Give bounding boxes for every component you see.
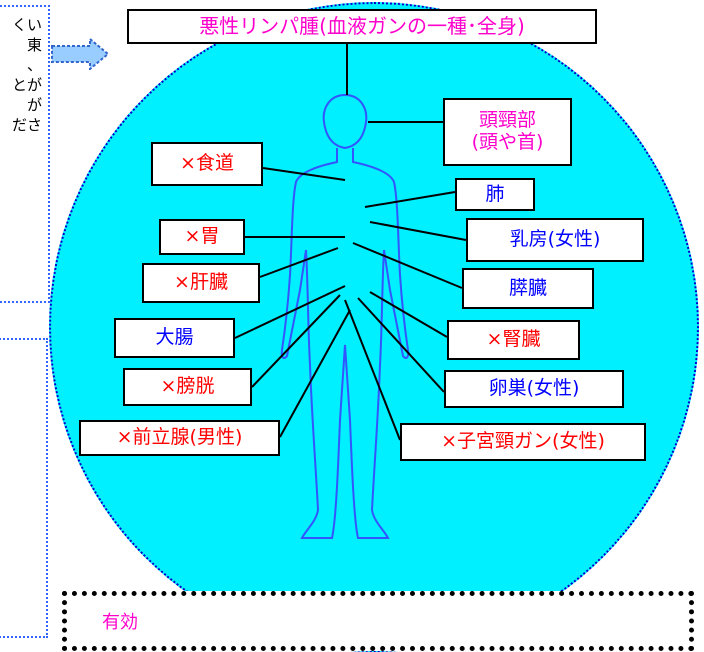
left-note-line: 、 <box>26 56 42 74</box>
organ-cervix: ×子宮頸ガン(女性) <box>400 423 646 461</box>
left-note-line: ださ <box>11 116 42 134</box>
bottom-note-box <box>62 591 694 651</box>
body-diagram <box>234 42 467 539</box>
organ-lung: 肺 <box>455 178 535 211</box>
organ-ovary: 卵巣(女性) <box>444 370 624 408</box>
organ-pancreas: 膵臓 <box>462 268 594 309</box>
left-note-line: とが <box>11 76 42 94</box>
organ-head-neck-line2: (頭や首) <box>471 131 544 153</box>
organ-prostate: ×前立腺(男性) <box>79 420 280 456</box>
organ-esophagus: ×食道 <box>151 142 263 186</box>
right-arrow-icon <box>51 38 110 70</box>
organ-head-neck-line1: 頭頸部 <box>478 109 536 132</box>
left-note-box: くい 東 、 とが が ださ <box>0 5 50 303</box>
body-outline <box>280 93 410 539</box>
left-note-line: 東 <box>26 36 42 54</box>
organ-bladder: ×膀胱 <box>123 368 252 406</box>
organ-liver: ×肝臓 <box>142 263 260 303</box>
left-note-line: くい <box>11 16 42 34</box>
organ-large-intestine: 大腸 <box>114 318 235 358</box>
connector-lines <box>234 42 467 441</box>
organ-kidney: ×腎臓 <box>447 320 580 360</box>
bottom-note-text: 有効 <box>102 612 138 633</box>
organ-head-neck: 頭頸部 (頭や首) <box>443 98 572 166</box>
left-note-line: が <box>26 96 42 114</box>
title-label: 悪性リンパ腫(血液ガンの一種･全身) <box>127 9 597 44</box>
organ-breast: 乳房(女性) <box>466 218 644 262</box>
organ-stomach: ×胃 <box>159 219 245 255</box>
